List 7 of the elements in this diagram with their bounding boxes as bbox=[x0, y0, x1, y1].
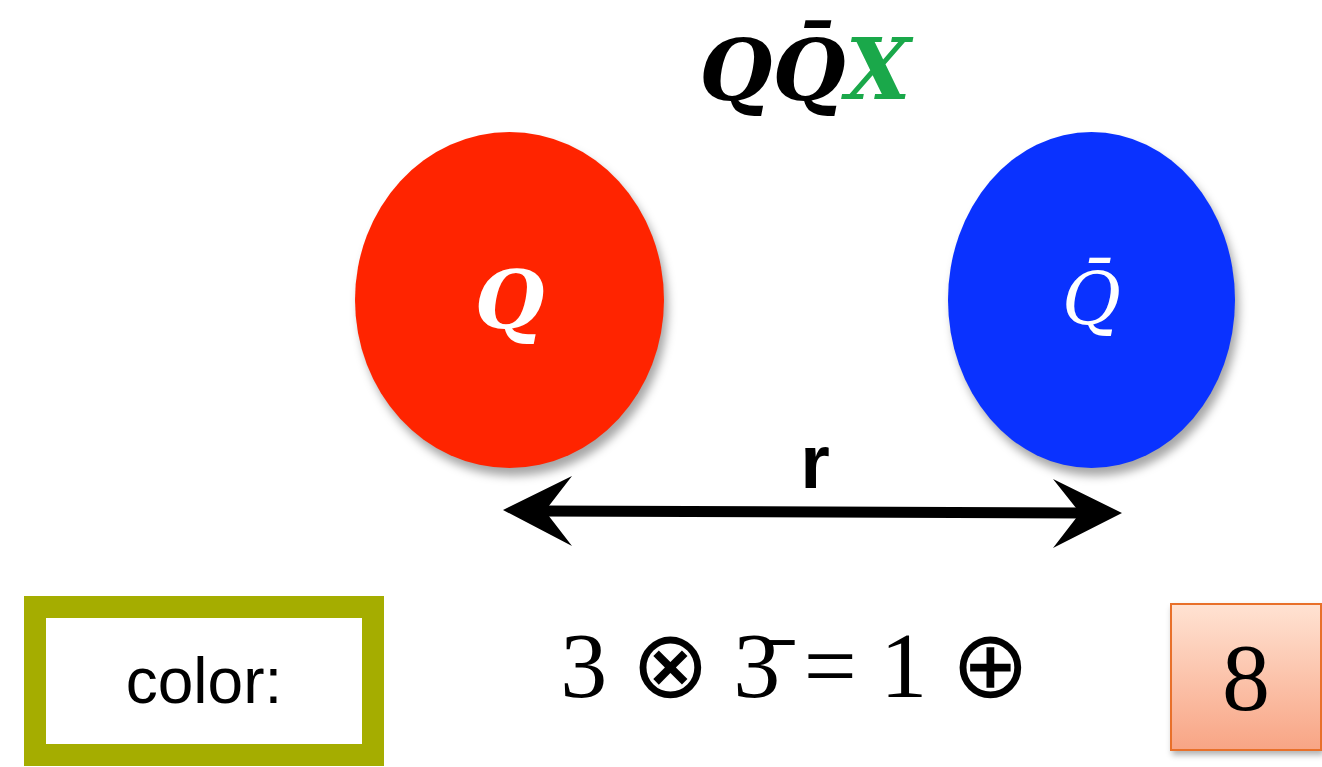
quark-circle: Q bbox=[355, 132, 664, 468]
distance-label: r bbox=[799, 418, 831, 505]
equation: 3 ⊗ 3̄ = 1 ⊕ bbox=[559, 612, 1031, 719]
highlight-box: 8 bbox=[1170, 603, 1322, 751]
label-box: color: bbox=[24, 596, 384, 766]
title: QQ̄X bbox=[600, 20, 1010, 119]
antiquark-circle: Q̄ bbox=[948, 132, 1235, 468]
